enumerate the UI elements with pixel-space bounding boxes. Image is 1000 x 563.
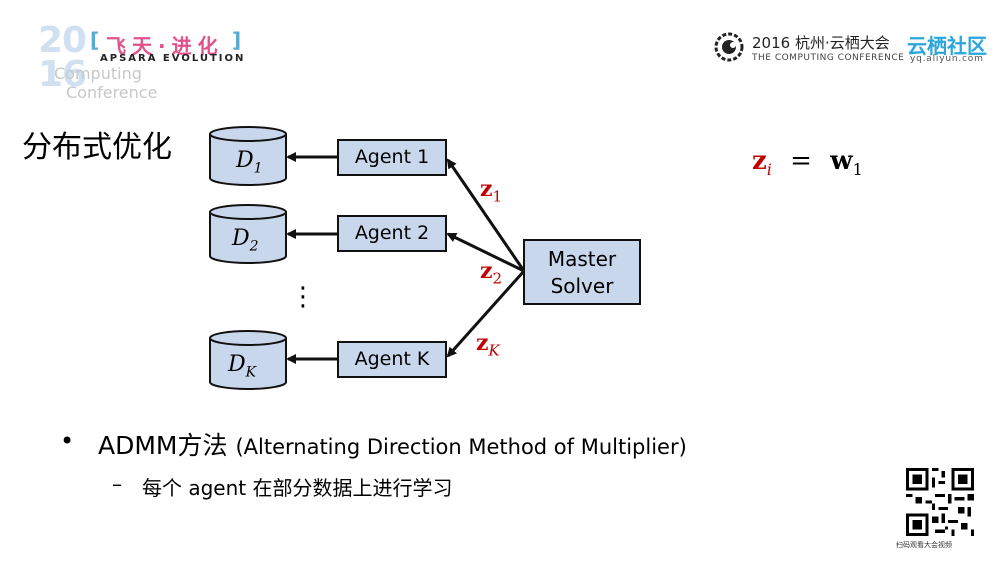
qr-caption: 扫码观看大会视频 bbox=[896, 541, 952, 549]
dataset-label-2: D2 bbox=[232, 226, 259, 255]
logo-bracket-icon: ] bbox=[232, 28, 242, 52]
logo-apsara: APSARA EVOLUTION bbox=[100, 53, 246, 64]
master-solver-line1: Master bbox=[547, 247, 617, 271]
bullet-main-text: ADMM方法 bbox=[98, 431, 228, 460]
conference-subtitle: THE COMPUTING CONFERENCE bbox=[752, 53, 905, 63]
z-label-1: z1 bbox=[480, 176, 503, 206]
slide-title: 分布式优化 bbox=[22, 130, 172, 165]
conference-title: 2016 杭州·云栖大会 bbox=[752, 34, 890, 52]
agent-box-2: Agent 2 bbox=[337, 215, 447, 252]
logo-computing-line1: Computing bbox=[54, 64, 142, 83]
dataset-label-1: D1 bbox=[236, 148, 263, 177]
arrow-master-to-agentk bbox=[446, 270, 526, 358]
logo-year-top: 20 bbox=[38, 20, 87, 61]
z-label-2: z2 bbox=[480, 258, 503, 288]
dataset-cylinder-k bbox=[209, 330, 287, 390]
bullet-main: ADMM方法 (Alternating Direction Method of … bbox=[98, 426, 687, 462]
arrow-master-to-agent1 bbox=[446, 158, 526, 272]
logo-title: 飞天·进化 bbox=[106, 34, 224, 58]
equation-rhs: w1 bbox=[830, 146, 863, 180]
dataset-cylinder-1 bbox=[209, 126, 287, 186]
z-label-k: zK bbox=[476, 330, 500, 360]
master-solver-line2: Solver bbox=[550, 274, 614, 298]
logo-computing: Computing Conference bbox=[54, 64, 157, 102]
bullet-main-paren: (Alternating Direction Method of Multipl… bbox=[235, 435, 687, 459]
agent-box-k: Agent K bbox=[337, 341, 447, 378]
conference-logo-icon bbox=[714, 32, 744, 62]
equation: zi = w1 bbox=[752, 146, 863, 179]
yunqi-url: yq.aliyun.com bbox=[910, 54, 984, 64]
dataset-label-k: DK bbox=[228, 352, 257, 381]
bullet-marker: • bbox=[60, 427, 75, 455]
sub-bullet-text: 每个 agent 在部分数据上进行学习 bbox=[142, 476, 453, 500]
logo-computing-line2: Conference bbox=[66, 83, 158, 102]
agent-box-1: Agent 1 bbox=[337, 139, 447, 176]
yunqi-community-logo: 云栖社区 bbox=[907, 34, 987, 58]
master-solver-box: Master Solver bbox=[523, 239, 641, 305]
equation-lhs: zi bbox=[752, 146, 772, 180]
vertical-ellipsis: ⋮ bbox=[290, 282, 316, 312]
sub-bullet-marker: – bbox=[112, 472, 122, 496]
logo-year: 20 16 bbox=[38, 23, 87, 95]
arrow-master-to-agent2 bbox=[446, 232, 525, 273]
equation-operator: = bbox=[790, 146, 812, 176]
qr-code-icon bbox=[906, 468, 974, 536]
logo-bracket-icon: [ bbox=[90, 28, 100, 52]
dataset-cylinder-2 bbox=[209, 204, 287, 264]
logo-year-bottom: 16 bbox=[38, 54, 87, 95]
